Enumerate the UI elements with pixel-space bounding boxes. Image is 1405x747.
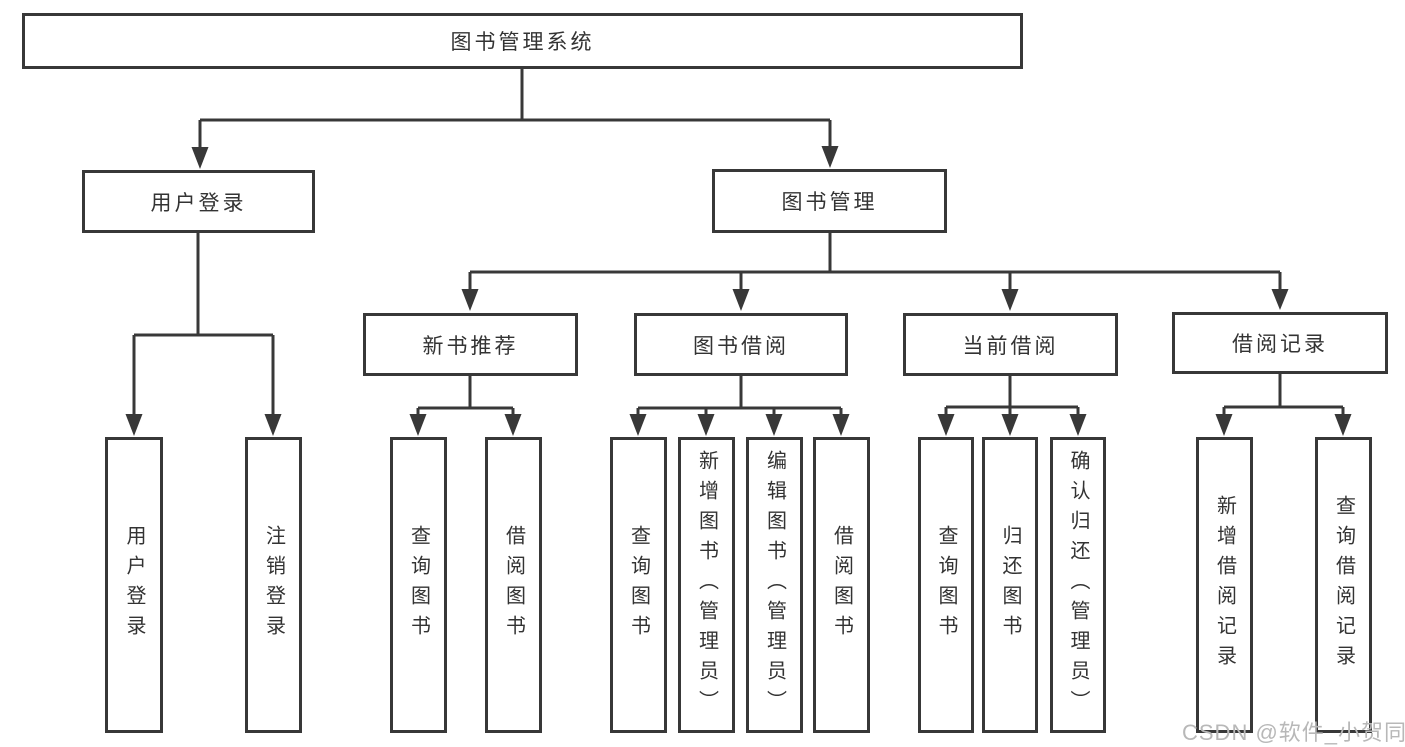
arrow-down-icon xyxy=(732,289,750,311)
node-label: 用户登录 xyxy=(123,525,145,645)
node-label: 确认归还（管理员） xyxy=(1067,450,1089,720)
node-book-borrow: 图书借阅 xyxy=(634,313,848,376)
node-label: 注销登录 xyxy=(262,525,285,645)
csdn-watermark: CSDN @软件_小贺同学 xyxy=(1182,720,1405,745)
leaf-query-borrow-record: 查询借阅记录 xyxy=(1315,437,1372,733)
node-label: 编辑图书（管理员） xyxy=(763,450,786,720)
node-current-borrow: 当前借阅 xyxy=(903,313,1118,376)
node-label: 借阅图书 xyxy=(830,525,853,645)
leaf-query-books-current: 查询图书 xyxy=(918,437,974,733)
connector-userlogin-to-leaves xyxy=(132,233,275,415)
node-label: 查询借阅记录 xyxy=(1332,495,1355,675)
arrow-down-icon xyxy=(832,414,850,436)
connector-bookmgmt-to-level3 xyxy=(468,233,1282,290)
node-label: 图书借阅 xyxy=(693,334,789,358)
node-user-login: 用户登录 xyxy=(82,170,315,233)
arrow-down-icon xyxy=(504,414,522,436)
arrow-down-icon xyxy=(629,414,647,436)
node-book-management: 图书管理 xyxy=(712,169,947,233)
arrow-down-icon xyxy=(821,146,839,168)
connector-root-to-level2 xyxy=(198,69,832,148)
connector-currentborrow-to-leaves xyxy=(944,376,1080,415)
node-label: 当前借阅 xyxy=(962,334,1059,358)
node-label: 查询图书 xyxy=(407,525,430,645)
leaf-confirm-return-admin: 确认归还（管理员） xyxy=(1050,437,1106,733)
node-label: 图书管理系统 xyxy=(450,31,595,54)
node-label: 借阅记录 xyxy=(1232,333,1328,356)
node-label: 查询图书 xyxy=(627,525,650,645)
connector-borrowrecords-to-leaves xyxy=(1222,374,1345,415)
leaf-add-books-admin: 新增图书（管理员） xyxy=(678,437,735,733)
node-new-book-recommend: 新书推荐 xyxy=(363,313,578,376)
leaf-query-books-recommend: 查询图书 xyxy=(390,437,447,733)
node-borrow-records: 借阅记录 xyxy=(1172,312,1388,374)
leaf-borrow-books: 借阅图书 xyxy=(813,437,870,733)
arrow-down-icon xyxy=(1334,414,1352,436)
arrow-down-icon xyxy=(697,414,715,436)
arrow-down-icon xyxy=(461,289,479,311)
connector-newbookrec-to-leaves xyxy=(416,376,515,415)
leaf-borrow-books-recommend: 借阅图书 xyxy=(485,437,542,733)
leaf-logout-login: 注销登录 xyxy=(245,437,302,733)
connector-bookborrow-to-leaves xyxy=(636,376,843,415)
arrow-down-icon xyxy=(937,414,955,436)
arrow-down-icon xyxy=(1069,414,1087,436)
node-label: 新书推荐 xyxy=(422,334,519,358)
arrow-down-icon xyxy=(191,147,209,169)
leaf-add-borrow-record: 新增借阅记录 xyxy=(1196,437,1253,733)
leaf-user-login: 用户登录 xyxy=(105,437,163,733)
arrow-down-icon xyxy=(125,414,143,436)
node-label: 新增借阅记录 xyxy=(1213,495,1236,675)
arrow-down-icon xyxy=(409,414,427,436)
arrow-down-icon xyxy=(765,414,783,436)
node-library-management-system: 图书管理系统 xyxy=(22,13,1023,69)
node-label: 图书管理 xyxy=(781,191,878,214)
node-label: 查询图书 xyxy=(935,525,957,645)
arrow-down-icon xyxy=(1001,414,1019,436)
leaf-query-books-borrow: 查询图书 xyxy=(610,437,667,733)
node-label: 用户登录 xyxy=(150,191,247,215)
arrow-down-icon xyxy=(1271,289,1289,310)
arrow-down-icon xyxy=(1001,289,1019,311)
arrow-down-icon xyxy=(264,414,282,436)
node-label: 借阅图书 xyxy=(502,525,525,645)
leaf-return-books: 归还图书 xyxy=(982,437,1038,733)
arrow-down-icon xyxy=(1215,414,1233,436)
node-label: 新增图书（管理员） xyxy=(695,450,718,720)
leaf-edit-books-admin: 编辑图书（管理员） xyxy=(746,437,803,733)
node-label: 归还图书 xyxy=(999,525,1021,645)
